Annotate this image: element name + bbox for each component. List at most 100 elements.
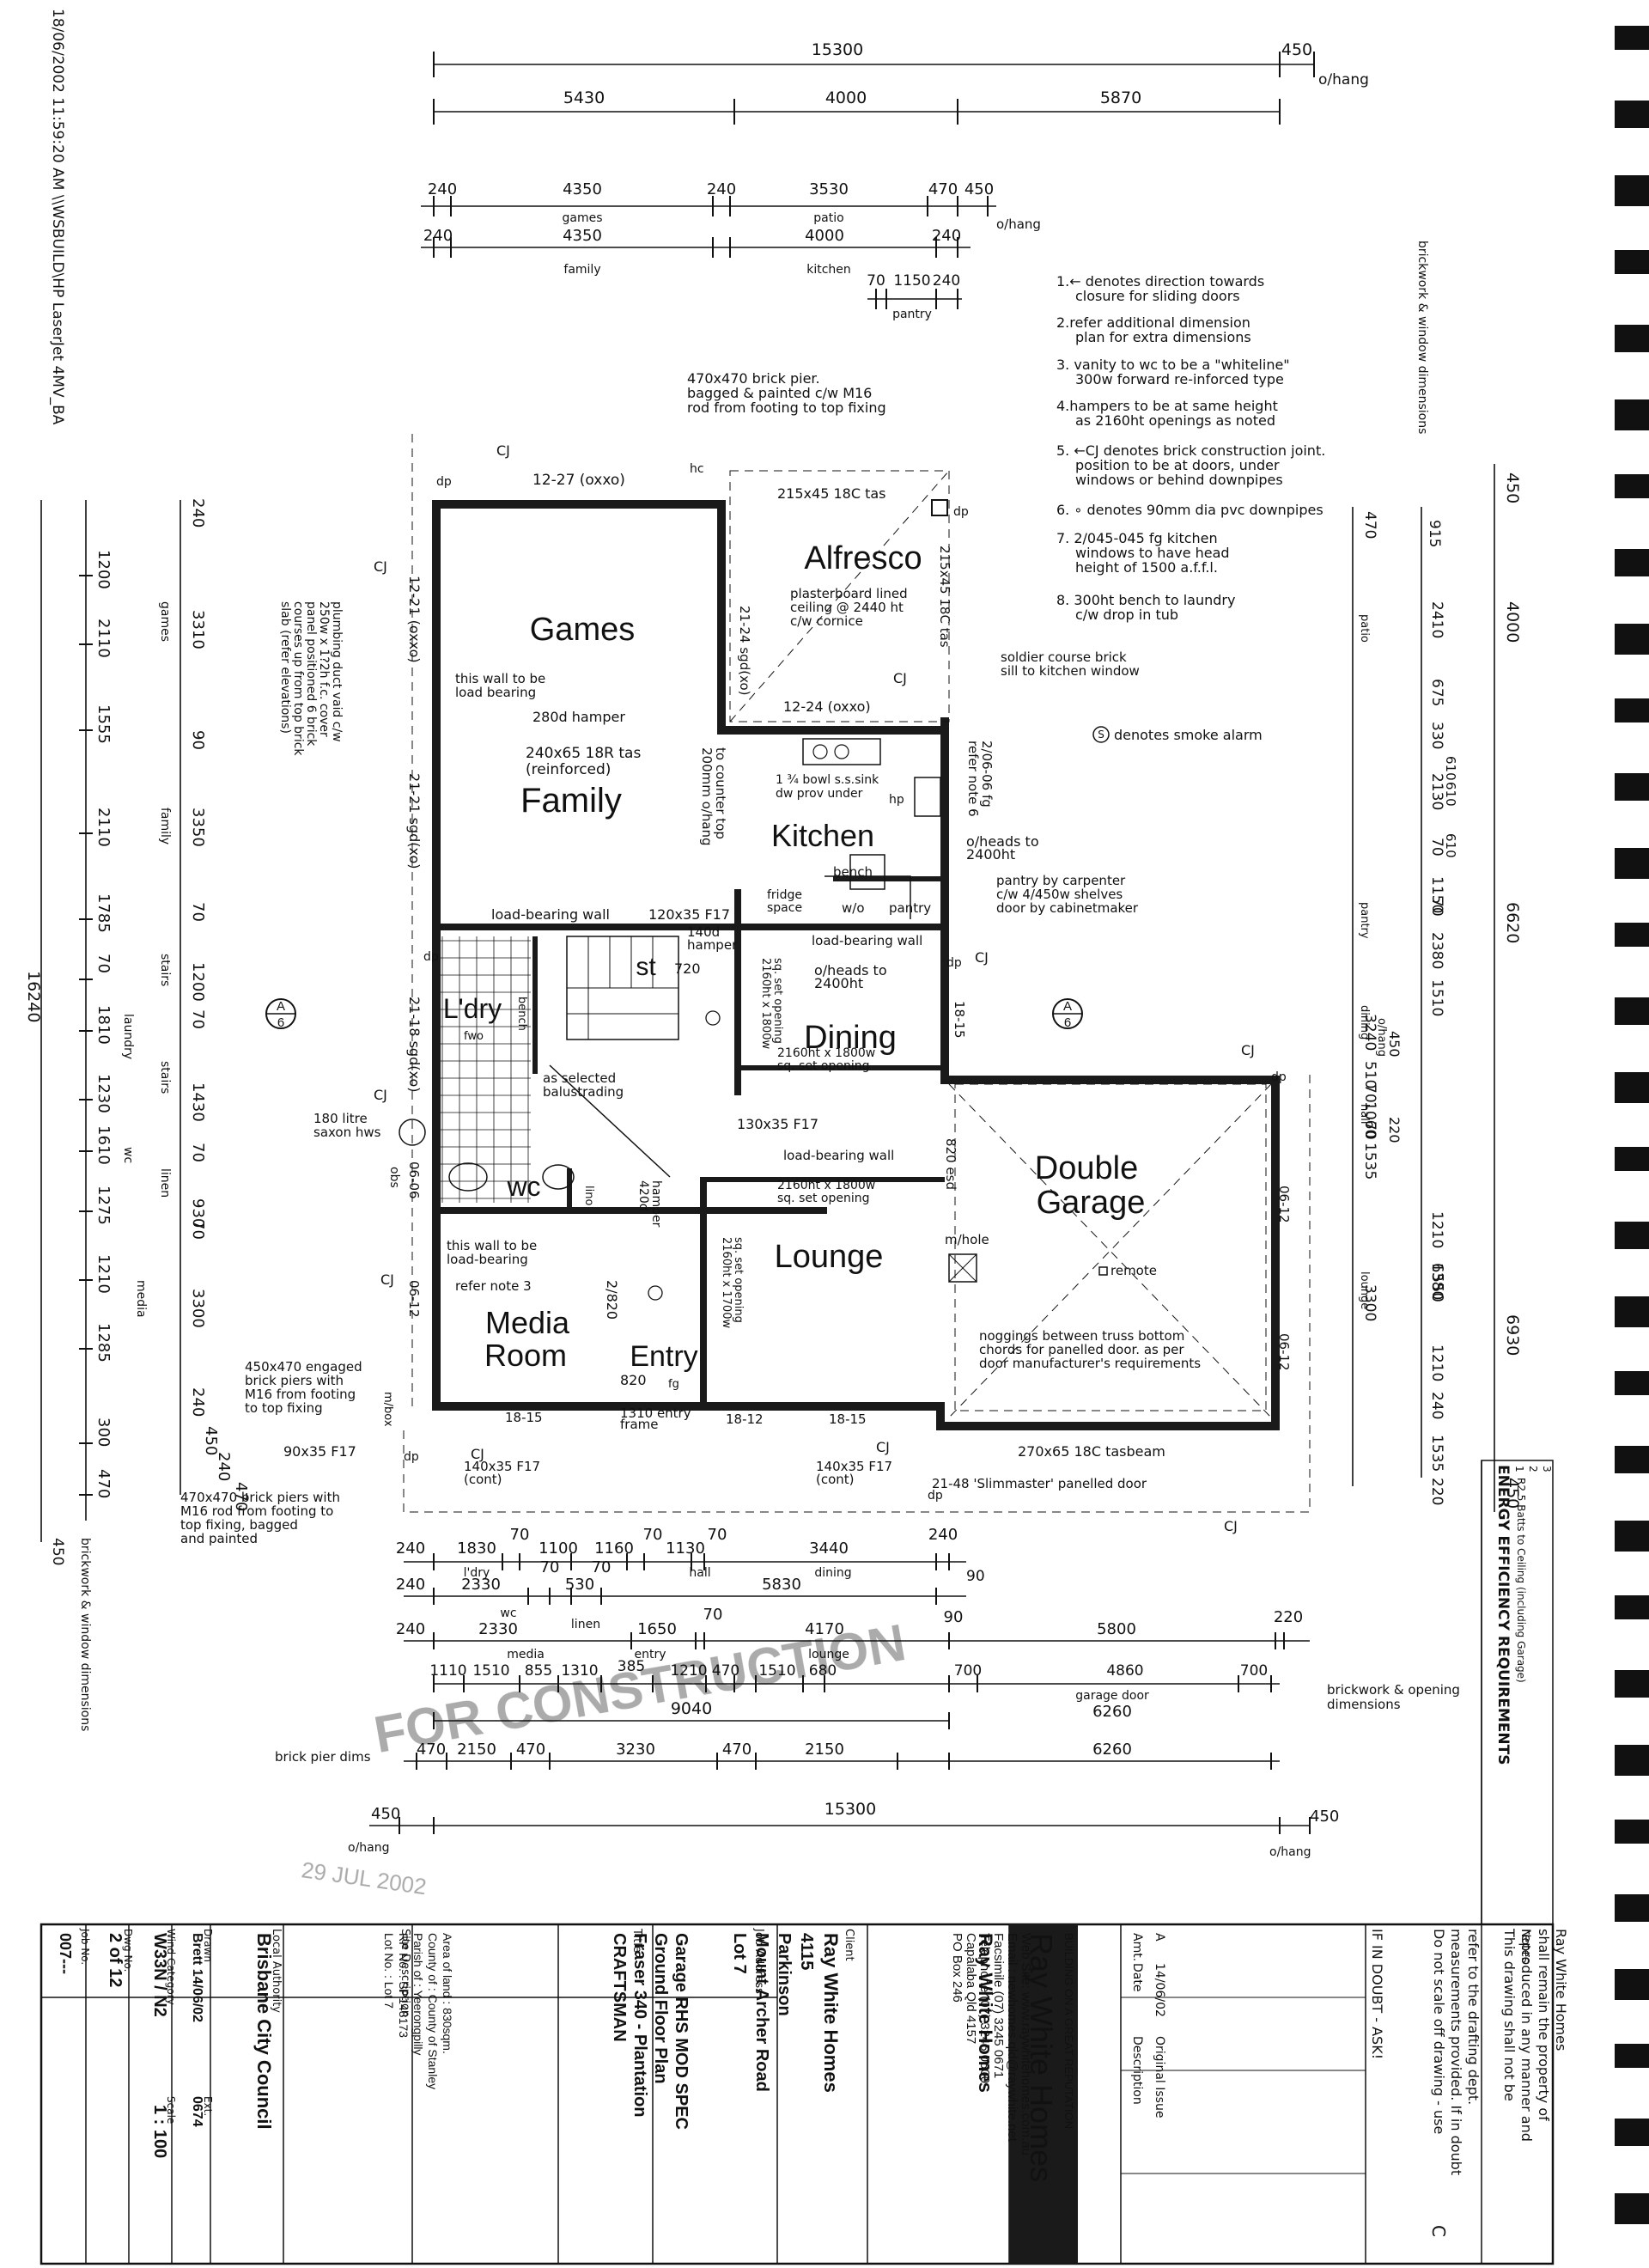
bottom-r7-olabel-left: o/hang bbox=[348, 1841, 390, 1855]
amend-row-1: 14/06/02 bbox=[1153, 1963, 1166, 2017]
bottom-r2-0: 240 bbox=[396, 1576, 425, 1594]
site-label: Site Description bbox=[399, 1929, 411, 2017]
family-window: 21-21 sgd(xo) bbox=[406, 773, 423, 869]
hc-label: hc bbox=[690, 462, 704, 476]
mbox: m/box bbox=[381, 1392, 394, 1427]
left-col3-7: 1430 bbox=[189, 1082, 207, 1122]
stairs bbox=[549, 936, 679, 1178]
bottom-r6-2: 470 bbox=[516, 1741, 545, 1759]
bottom-r3-7: 220 bbox=[1274, 1608, 1303, 1626]
piers-bottom-3: and painted bbox=[180, 1531, 258, 1546]
cj-label-8: CJ bbox=[1224, 1518, 1238, 1534]
left-dimensions: 1624045012002110155521101785701810123016… bbox=[24, 498, 250, 1731]
kitchen-window-1: 2/06-06 fg bbox=[979, 741, 995, 808]
fwo: fwo bbox=[464, 1030, 484, 1043]
bowl-sink-0: 1 ¾ bowl s.s.sink bbox=[776, 773, 879, 787]
dim-r3-label-patio: patio bbox=[813, 211, 843, 225]
hws-1: saxon hws bbox=[313, 1125, 381, 1140]
left-col2-3: laundry bbox=[121, 1014, 135, 1059]
plumbing-duct-4: slab (refer elevations) bbox=[278, 601, 292, 734]
room-media: Media bbox=[485, 1305, 570, 1340]
engaged-piers-3: to top fixing bbox=[245, 1400, 323, 1416]
right-outer-4: 450 bbox=[1503, 1478, 1522, 1509]
notes-text-0: This drawing shall not be bbox=[1501, 1928, 1518, 2101]
energy-row-0: 1 bbox=[1513, 1466, 1525, 1472]
smoke-alarms bbox=[648, 1010, 721, 1301]
bottom-r2-4: 70 bbox=[592, 1558, 612, 1576]
title-block bbox=[40, 1460, 1555, 2265]
wind-label: Wind Category bbox=[165, 1929, 177, 2005]
bowl-sink-1: dw prov under bbox=[776, 787, 863, 801]
noggings-1: chords for panelled door. as per bbox=[979, 1342, 1184, 1357]
beam-140-1-0: 140x35 F17 bbox=[464, 1459, 540, 1474]
right-6550: 6550 bbox=[1428, 1263, 1446, 1302]
hamper-420-1: hamper bbox=[649, 1180, 663, 1228]
left-col1-12: 300 bbox=[94, 1418, 113, 1447]
bottom-r2-label-1: linen bbox=[571, 1618, 600, 1631]
dim-r4-2: 4000 bbox=[805, 227, 844, 245]
note-line-7: as 2160ht openings as noted bbox=[1075, 412, 1275, 429]
title-1: Fraser 340 - Plantation bbox=[630, 1933, 649, 2118]
left-col1-8: 1610 bbox=[94, 1125, 113, 1165]
copyright: C bbox=[1428, 2225, 1449, 2237]
bottom-r1-3: 1100 bbox=[539, 1539, 578, 1558]
job-label: Job No. bbox=[79, 1928, 91, 1965]
smoke-symbol: S bbox=[1098, 729, 1104, 741]
job-address-0: Lot 7 bbox=[730, 1933, 749, 1974]
front-window-1: 18-15 bbox=[505, 1410, 543, 1425]
right-inner-0: 470 bbox=[1361, 511, 1378, 539]
dim-r3-3: 3530 bbox=[809, 180, 849, 198]
right-label-1: pantry bbox=[1358, 902, 1371, 939]
right-inner-6: 70 bbox=[1428, 838, 1445, 857]
right-inner-1: 915 bbox=[1426, 520, 1443, 547]
fax-stamp: 18/06/2002 11:59:20 AM \\WSBUILD\HP Lase… bbox=[49, 9, 66, 425]
site-lines-2: Parish of : Yeerongpilly bbox=[411, 1933, 425, 2055]
amend-header-1: Date bbox=[1130, 1963, 1144, 1991]
bottom-r2-2: 70 bbox=[540, 1558, 560, 1576]
energy-header: ENERGY EFFICIENCY REQUIREMENTS bbox=[1494, 1465, 1512, 1765]
left-col3-10: 70 bbox=[189, 1220, 207, 1240]
bottom-r4-7: 1510 bbox=[758, 1662, 795, 1680]
bottom-r1-5: 70 bbox=[643, 1526, 663, 1544]
front-overhang bbox=[403, 434, 1311, 1513]
bottom-r7-olabel-right: o/hang bbox=[1269, 1845, 1311, 1859]
job-no: 007--- bbox=[57, 1933, 74, 1974]
bottom-r3-5: 90 bbox=[944, 1608, 964, 1626]
door-820: 820 bbox=[620, 1372, 647, 1388]
engaged-piers-1: brick piers with bbox=[245, 1373, 344, 1388]
alfresco-outline bbox=[729, 470, 950, 722]
engaged-piers-2: M16 from footing bbox=[245, 1387, 356, 1402]
brick-pier-top-1: bagged & painted c/w M16 bbox=[687, 385, 872, 401]
left-col2-7: media bbox=[134, 1280, 148, 1318]
kitchen-fixtures bbox=[802, 738, 941, 919]
bottom-r3-label-0: media bbox=[507, 1648, 545, 1661]
dim-r3-5: 450 bbox=[964, 180, 994, 198]
bottom-r4-6: 470 bbox=[712, 1662, 739, 1680]
noggings-2: door manufacturer's requirements bbox=[979, 1356, 1201, 1371]
cj-label-2: CJ bbox=[893, 670, 907, 686]
client-label: Client bbox=[843, 1929, 855, 1961]
engaged-piers-0: 450x470 engaged bbox=[245, 1359, 362, 1375]
drawn: Brett 14/06/02 bbox=[190, 1933, 204, 2022]
entry-frame-1: frame bbox=[620, 1417, 658, 1432]
local-auth-label: Local Authority bbox=[270, 1929, 283, 2013]
dining-window: 18-15 bbox=[952, 1001, 967, 1039]
right-inner-11: 3240 bbox=[1361, 1014, 1378, 1051]
client: Ray White Homes bbox=[820, 1933, 842, 2093]
mhole: m/hole bbox=[945, 1232, 989, 1247]
room-labels: Games Alfresco Family Kitchen Dining Lou… bbox=[443, 540, 1146, 1373]
left-col1-5: 70 bbox=[94, 954, 113, 973]
note-line-11: 6. ∘ denotes 90mm dia pvc downpipes bbox=[1056, 502, 1323, 518]
right-inner-13: 70 bbox=[1361, 1084, 1378, 1103]
remote: remote bbox=[1110, 1263, 1157, 1278]
right-inner-4: 330 bbox=[1428, 722, 1445, 749]
ext: 0674 bbox=[190, 2096, 204, 2127]
room-dining: Dining bbox=[804, 1020, 897, 1056]
scale-note-0: Do not scale off drawing - use bbox=[1431, 1929, 1447, 2134]
dining-heads-0: o/heads to bbox=[814, 962, 887, 979]
job-address-label: Job Address bbox=[752, 1928, 765, 1994]
dining-opening-h-0: 2160ht x 1800w bbox=[777, 1046, 875, 1060]
left-col2-6: linen bbox=[158, 1168, 172, 1198]
bottom-r1-extra: 90 bbox=[966, 1568, 985, 1585]
